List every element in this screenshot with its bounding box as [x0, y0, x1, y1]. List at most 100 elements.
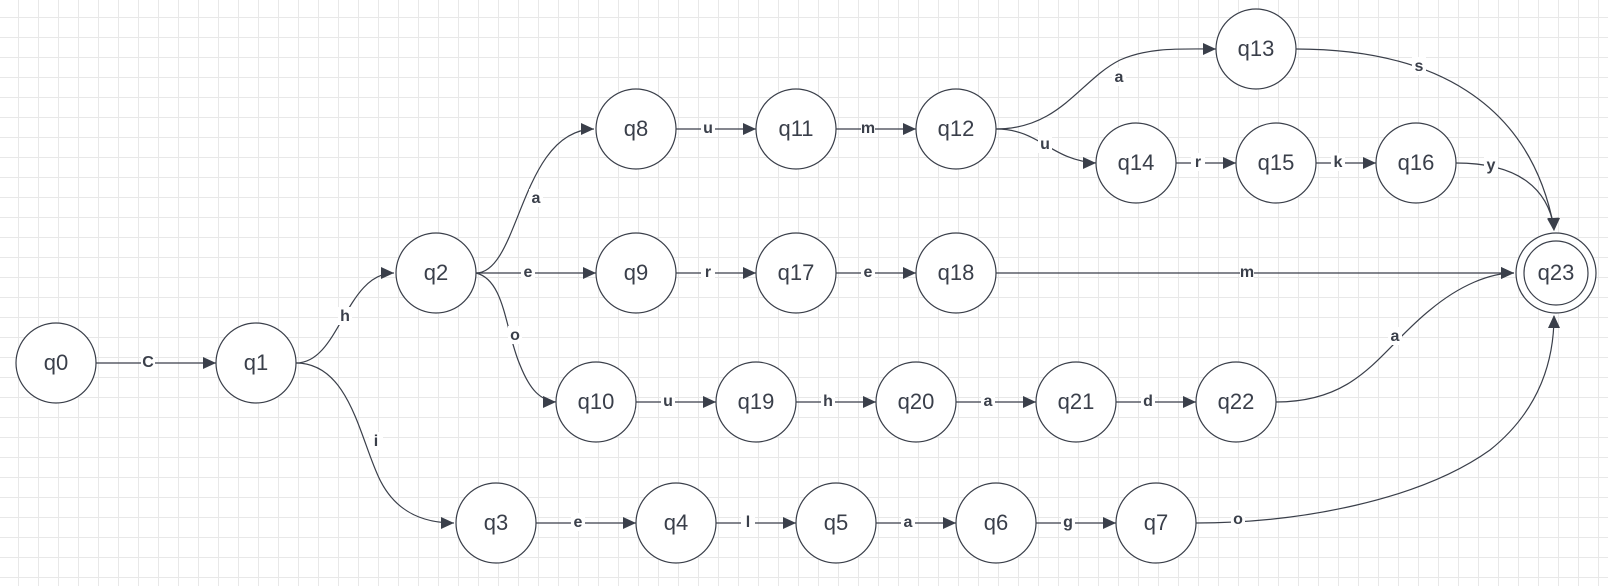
- state-q8[interactable]: q8: [595, 88, 677, 170]
- state-q9[interactable]: q9: [595, 232, 677, 314]
- state-q12[interactable]: q12: [915, 88, 997, 170]
- state-circle: [1235, 122, 1317, 204]
- state-q17[interactable]: q17: [755, 232, 837, 314]
- arrowhead-icon: [623, 517, 636, 529]
- label-background: [1412, 57, 1426, 75]
- arrowhead-icon: [1103, 517, 1116, 529]
- state-circle: [15, 322, 97, 404]
- transition-q21-q22[interactable]: [1116, 396, 1196, 408]
- transition-q2-q9[interactable]: [476, 267, 596, 279]
- arrowhead-icon: [743, 267, 756, 279]
- state-q3[interactable]: q3: [455, 482, 537, 564]
- transition-q2-q8[interactable]: [475, 123, 595, 274]
- state-q0[interactable]: q0: [15, 322, 97, 404]
- state-label: q21: [1058, 389, 1095, 414]
- label-background: [861, 119, 875, 137]
- state-circle: [215, 322, 297, 404]
- label-background: [338, 307, 352, 325]
- transition-q18-q23[interactable]: [996, 267, 1514, 279]
- transition-label-q7-q23: o: [1231, 510, 1245, 528]
- state-label: q9: [624, 260, 648, 285]
- label-background: [901, 513, 915, 531]
- transition-q5-q6[interactable]: [876, 517, 956, 529]
- transition-q22-q23[interactable]: [1275, 267, 1515, 403]
- transition-q14-q15[interactable]: [1176, 157, 1236, 169]
- transition-q3-q4[interactable]: [536, 517, 636, 529]
- state-q22[interactable]: q22: [1195, 361, 1277, 443]
- transition-line: [995, 48, 1217, 130]
- state-label: q22: [1218, 389, 1255, 414]
- transition-q17-q18[interactable]: [836, 267, 916, 279]
- transition-symbol: a: [984, 393, 993, 410]
- state-q11[interactable]: q11: [755, 88, 837, 170]
- state-circle: [555, 361, 637, 443]
- state-q1[interactable]: q1: [215, 322, 297, 404]
- states-layer: q0 q1 q2 q3 q4 q5 q6 q7 q8 q9 q10 q11 q12 q13 q14 q15 q1…: [15, 8, 1597, 564]
- transition-q12-q13[interactable]: [995, 43, 1217, 130]
- arrowhead-icon: [441, 517, 454, 529]
- transition-label-q8-q11: u: [701, 119, 715, 137]
- transition-symbol: l: [746, 514, 750, 531]
- label-background: [1191, 153, 1205, 171]
- state-q16[interactable]: q16: [1375, 122, 1457, 204]
- state-q23[interactable]: q23: [1515, 232, 1597, 314]
- state-q13[interactable]: q13: [1215, 8, 1297, 90]
- state-label: q4: [664, 510, 688, 535]
- state-q4[interactable]: q4: [635, 482, 717, 564]
- transition-q11-q12[interactable]: [836, 123, 916, 135]
- state-q2[interactable]: q2: [395, 232, 477, 314]
- state-label: q7: [1144, 510, 1168, 535]
- transition-label-q2-q10: o: [508, 326, 522, 344]
- transition-symbol: a: [532, 190, 541, 207]
- transition-q6-q7[interactable]: [1036, 517, 1116, 529]
- state-q14[interactable]: q14: [1095, 122, 1177, 204]
- label-background: [1112, 68, 1126, 86]
- state-label: q12: [938, 116, 975, 141]
- state-q10[interactable]: q10: [555, 361, 637, 443]
- label-background: [861, 263, 875, 281]
- transition-q9-q17[interactable]: [676, 267, 756, 279]
- transition-q4-q5[interactable]: [716, 517, 796, 529]
- state-q21[interactable]: q21: [1035, 361, 1117, 443]
- state-q19[interactable]: q19: [715, 361, 797, 443]
- transition-q10-q19[interactable]: [636, 396, 716, 408]
- state-circle: [875, 361, 957, 443]
- state-q18[interactable]: q18: [915, 232, 997, 314]
- arrowhead-icon: [581, 123, 594, 135]
- transition-symbol: u: [703, 120, 713, 137]
- transition-q8-q11[interactable]: [676, 123, 756, 135]
- transition-q2-q10[interactable]: [475, 272, 557, 408]
- arrowhead-icon: [943, 517, 956, 529]
- transition-symbol: i: [374, 433, 378, 450]
- transition-q19-q20[interactable]: [796, 396, 876, 408]
- state-label: q23: [1538, 260, 1575, 285]
- state-circle: [595, 232, 677, 314]
- state-q15[interactable]: q15: [1235, 122, 1317, 204]
- state-q7[interactable]: q7: [1115, 482, 1197, 564]
- state-q5[interactable]: q5: [795, 482, 877, 564]
- state-circle: [915, 232, 997, 314]
- state-circle: [795, 482, 877, 564]
- arrowhead-icon: [703, 396, 716, 408]
- transition-line: [295, 362, 455, 524]
- state-circle: [455, 482, 537, 564]
- state-q20[interactable]: q20: [875, 361, 957, 443]
- transition-line: [1195, 315, 1555, 524]
- transition-q1-q3[interactable]: [295, 362, 455, 529]
- state-q6[interactable]: q6: [955, 482, 1037, 564]
- transition-label-q6-q7: g: [1061, 513, 1075, 531]
- transition-line: [475, 272, 557, 403]
- transition-q20-q21[interactable]: [956, 396, 1036, 408]
- transition-q7-q23[interactable]: [1195, 315, 1560, 524]
- label-background: [981, 392, 995, 410]
- state-circle: [635, 482, 717, 564]
- transition-symbol: d: [1143, 393, 1153, 410]
- arrowhead-icon: [743, 123, 756, 135]
- transition-label-q22-q23: a: [1388, 327, 1402, 345]
- transition-q15-q16[interactable]: [1316, 157, 1376, 169]
- transition-q16-q23[interactable]: [1455, 162, 1559, 231]
- transition-symbol: r: [1195, 154, 1201, 171]
- label-background: [1038, 135, 1052, 153]
- arrowhead-icon: [903, 123, 916, 135]
- transition-q0-q1[interactable]: [96, 357, 216, 369]
